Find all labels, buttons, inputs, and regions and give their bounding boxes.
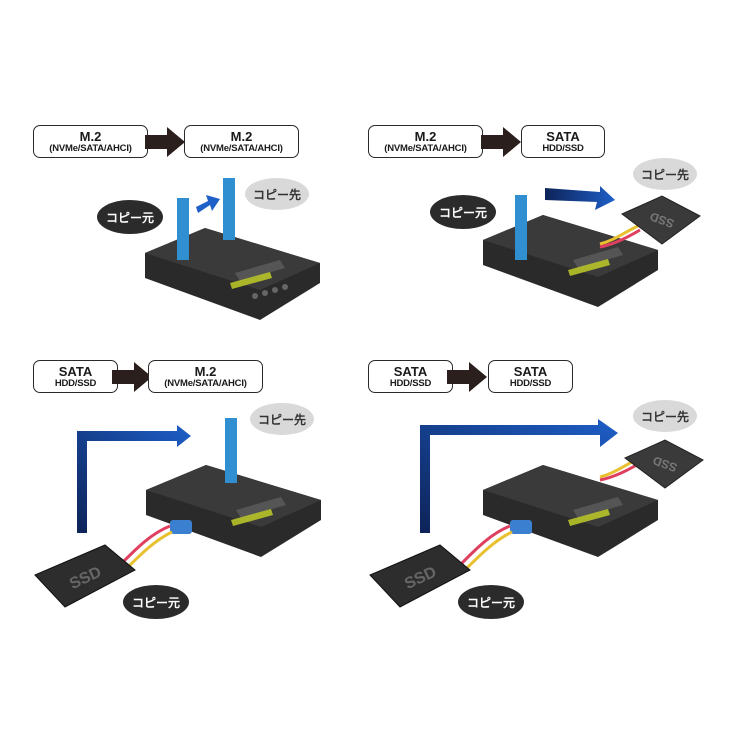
- ssd-dest-icon: SSD: [621, 195, 701, 245]
- m2-drive-source-icon: [515, 195, 527, 260]
- panel-m2-to-sata: M.2 (NVMe/SATA/AHCI) SATA HDD/SSD SSD コピ…: [0, 0, 730, 360]
- dest-bubble: コピー先: [245, 178, 309, 210]
- source-bubble: コピー元: [430, 195, 496, 229]
- source-bubble: コピー元: [123, 585, 189, 619]
- dest-type-line1: M.2: [230, 129, 253, 144]
- direction-arrow-icon: [447, 362, 487, 392]
- source-bubble: コピー元: [97, 200, 163, 234]
- dest-type-label: M.2 (NVMe/SATA/AHCI): [184, 125, 299, 158]
- dest-type-label: M.2 (NVMe/SATA/AHCI): [148, 360, 263, 393]
- ssd-source-icon: SSD: [34, 544, 136, 608]
- direction-arrow-icon: [481, 127, 521, 157]
- source-type-line2: (NVMe/SATA/AHCI): [384, 143, 467, 154]
- m2-drive-source-icon: [177, 198, 189, 260]
- copy-flow-arrow-icon: [196, 195, 220, 213]
- dest-type-line2: (NVMe/SATA/AHCI): [164, 378, 247, 389]
- dest-type-line2: HDD/SSD: [542, 143, 584, 154]
- duplicator-device-icon: [146, 465, 321, 557]
- direction-arrow-icon: [112, 362, 152, 392]
- dest-type-label: SATA HDD/SSD: [521, 125, 605, 158]
- copy-flow-arrow-icon: [545, 186, 615, 210]
- dest-type-line2: (NVMe/SATA/AHCI): [200, 143, 283, 154]
- panel-m2-to-m2: M.2 (NVMe/SATA/AHCI) M.2 (NVMe/SATA/AHCI…: [0, 0, 365, 360]
- dest-type-line1: SATA: [546, 129, 580, 144]
- direction-arrow-icon: [145, 127, 185, 157]
- source-type-line2: HDD/SSD: [389, 378, 432, 389]
- m2-drive-dest-icon: [223, 178, 235, 240]
- copy-flow-arrow-icon: [77, 425, 191, 533]
- dest-type-line1: M.2: [194, 364, 217, 379]
- panel-sata-to-m2: SATA HDD/SSD M.2 (NVMe/SATA/AHCI) SSD コピ…: [33, 360, 321, 619]
- source-type-line1: M.2: [414, 129, 437, 144]
- dest-type-label: SATA HDD/SSD: [488, 360, 573, 393]
- source-type-line1: SATA: [393, 364, 428, 379]
- duplicator-device-icon: [483, 465, 658, 557]
- source-type-label: M.2 (NVMe/SATA/AHCI): [368, 125, 483, 158]
- m2-drive-dest-icon: [225, 418, 237, 483]
- dest-bubble: コピー先: [633, 158, 697, 190]
- dest-bubble: コピー先: [633, 400, 697, 432]
- dest-bubble: コピー先: [250, 403, 314, 435]
- source-type-line1: M.2: [79, 129, 102, 144]
- source-type-line2: (NVMe/SATA/AHCI): [49, 143, 132, 154]
- source-type-label: M.2 (NVMe/SATA/AHCI): [33, 125, 148, 158]
- dest-type-line1: SATA: [513, 364, 548, 379]
- sata-cable-icon: [458, 520, 532, 572]
- source-type-label: SATA HDD/SSD: [33, 360, 118, 393]
- ssd-source-icon: SSD: [369, 544, 471, 608]
- source-type-line2: HDD/SSD: [54, 378, 97, 389]
- dest-type-line2: HDD/SSD: [509, 378, 552, 389]
- copy-flow-arrow-icon: [420, 419, 618, 533]
- source-type-label: SATA HDD/SSD: [368, 360, 453, 393]
- source-bubble: コピー元: [458, 585, 524, 619]
- sata-cable-icon: [599, 224, 641, 249]
- source-type-line1: SATA: [58, 364, 93, 379]
- ssd-dest-icon: SSD: [624, 439, 704, 489]
